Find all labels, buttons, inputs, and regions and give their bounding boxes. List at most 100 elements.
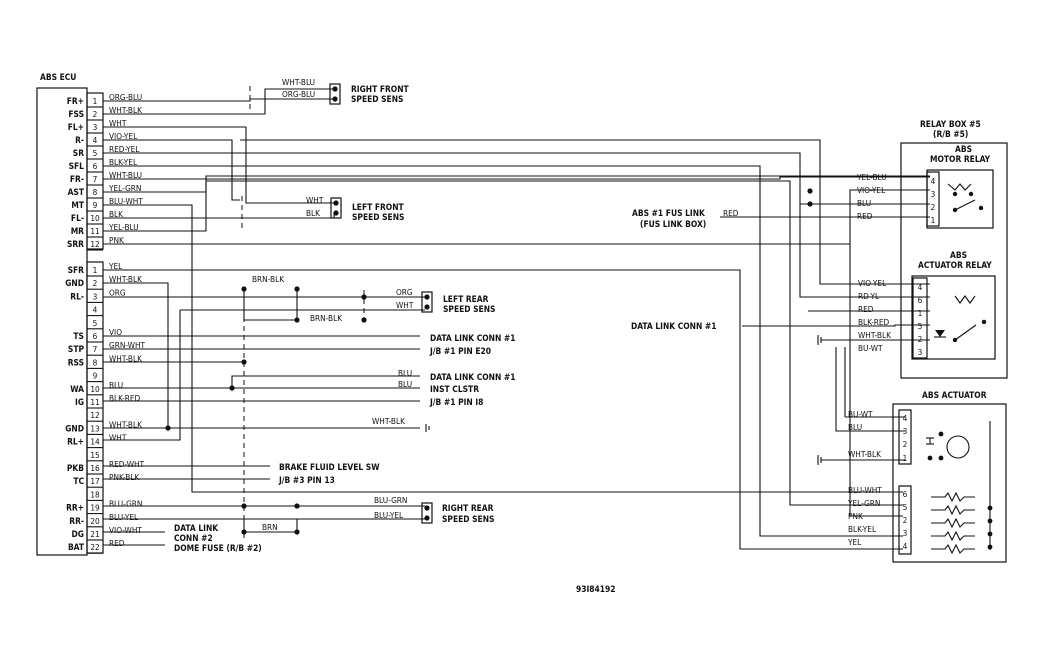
ecu-pin-label: RSS	[68, 357, 84, 367]
ecu-pin-number: 3	[93, 291, 98, 301]
svg-text:ORG-BLU: ORG-BLU	[282, 89, 315, 99]
ecu-pin-label: GND	[65, 278, 84, 288]
wires-right-side	[808, 310, 930, 465]
svg-text:DATA LINK CONN #1: DATA LINK CONN #1	[631, 321, 716, 331]
svg-text:DATA LINK: DATA LINK	[174, 523, 219, 533]
svg-text:ABS: ABS	[950, 250, 967, 260]
svg-text:ABS #1 FUS LINK: ABS #1 FUS LINK	[632, 208, 706, 218]
svg-text:INST CLSTR: INST CLSTR	[430, 384, 479, 394]
ecu-pin-number: 11	[90, 397, 100, 407]
ecu-pin-label: BAT	[68, 542, 85, 552]
ecu-pin-number: 5	[93, 148, 98, 158]
ecu-pin-number: 18	[90, 489, 100, 499]
motor-relay-pin: 3	[931, 189, 936, 199]
ecu-pin-number: 22	[90, 542, 99, 552]
motor-relay-pin: 1	[931, 215, 936, 225]
actuator-relay-wire: RED	[858, 304, 874, 314]
actuator-wire: BLU	[848, 422, 862, 432]
ecu-wire-label: VIO-YEL	[109, 131, 138, 141]
svg-text:LEFT REAR: LEFT REAR	[443, 294, 489, 304]
ecu-wire-label: BLU-GRN	[109, 499, 142, 509]
actuator-relay-wire: BU-WT	[858, 343, 883, 353]
ecu-wire-label: YEL-BLU	[108, 222, 139, 232]
abs-actuator	[892, 403, 1007, 563]
svg-text:WHT: WHT	[306, 195, 324, 205]
abs-actuator-relay: ABS ACTUATOR RELAY 4VIO-YEL6RD-YL1RED5BL…	[858, 250, 996, 360]
ecu-wire-label: WHT-BLK	[109, 274, 142, 284]
ecu-pin-label: IG	[75, 397, 84, 407]
wire-label-brn: BRN	[262, 522, 278, 532]
ecu-wire-label: YEL-GRN	[108, 183, 141, 193]
svg-text:(FUS LINK BOX): (FUS LINK BOX)	[640, 219, 706, 229]
ecu-pin-label: FL-	[71, 213, 84, 223]
ecu-pin-number: 11	[90, 226, 100, 236]
svg-text:SPEED SENS: SPEED SENS	[352, 212, 404, 222]
ecu-pin-label: FSS	[68, 109, 84, 119]
actuator-pin: 4	[903, 541, 908, 551]
ecu-pin-label: WA	[70, 384, 84, 394]
motor-relay-wire: BLU	[857, 198, 871, 208]
actuator-title: ABS ACTUATOR	[922, 390, 987, 400]
actuator-wire: YEL	[847, 537, 862, 547]
actuator-wire: WHT-BLK	[848, 449, 881, 459]
ecu-wire-label: RED	[109, 538, 125, 548]
ecu-wire-label: BLK	[109, 209, 123, 219]
ecu-pin-number: 12	[90, 410, 99, 420]
ecu-pin-label: TS	[73, 331, 84, 341]
svg-text:BLU-GRN: BLU-GRN	[374, 495, 407, 505]
ecu-pin-number: 6	[93, 331, 98, 341]
ecu-pin-number: 9	[93, 371, 98, 381]
ecu-wire-label: WHT-BLK	[109, 353, 142, 363]
ecu-pin-label: TC	[73, 476, 84, 486]
ecu-wire-label: RED-WHT	[109, 459, 145, 469]
ecu-pin-number: 4	[93, 135, 98, 145]
actuator-pin: 3	[903, 528, 908, 538]
left-rear-speed-sensor: LEFT REAR SPEED SENS ORG WHT	[396, 287, 495, 314]
ecu-wire-label: BLK-YEL	[109, 157, 138, 167]
motor-relay-wire: RED	[857, 211, 873, 221]
svg-text:WHT-BLK: WHT-BLK	[372, 416, 405, 426]
ecu-pin-label: FL+	[68, 122, 84, 132]
svg-text:BRAKE FLUID LEVEL SW: BRAKE FLUID LEVEL SW	[279, 462, 380, 472]
ecu-pin-label: SRR	[67, 239, 84, 249]
ecu-wire-label: ORG	[109, 287, 126, 297]
ecu-pin-number: 8	[93, 187, 98, 197]
ecu-pin-label: FR-	[70, 174, 84, 184]
right-rear-speed-sensor: RIGHT REAR SPEED SENS BLU-GRN BLU-YEL	[374, 495, 494, 524]
ecu-wire-label: WHT	[109, 118, 127, 128]
ecu-wire-label: RED-YEL	[109, 144, 140, 154]
svg-text:RED: RED	[723, 208, 739, 218]
svg-text:WHT: WHT	[396, 300, 414, 310]
wires-group-b: BRN-BLK BRN-BLK B	[103, 86, 903, 550]
svg-text:J/B #1 PIN E20: J/B #1 PIN E20	[429, 346, 491, 356]
ecu-pin-label: GND	[65, 423, 84, 433]
motor-relay-wire: YEL-BLU	[856, 172, 887, 182]
ecu-pin-number: 12	[90, 239, 99, 249]
actuator-wire: PNK	[848, 511, 863, 521]
ecu-wire-label: YEL	[108, 261, 123, 271]
ecu-pin-number: 1	[93, 265, 98, 275]
svg-text:BLU-YEL: BLU-YEL	[374, 510, 404, 520]
svg-text:RIGHT REAR: RIGHT REAR	[442, 503, 494, 513]
ecu-wire-label: PNK	[109, 235, 124, 245]
relay-box-title: RELAY BOX #5	[920, 119, 981, 129]
ecu-pin-label: AST	[68, 187, 85, 197]
ecu-wire-label: BLK-RED	[109, 393, 141, 403]
ecu-wire-label: ORG-BLU	[109, 92, 142, 102]
actuator-wire: BLK-YEL	[848, 524, 877, 534]
ecu-pin-label: SFL	[69, 161, 85, 171]
ecu-pin-number: 15	[90, 450, 100, 460]
ecu-pin-label: RL+	[67, 437, 84, 447]
actuator-pin: 3	[903, 426, 908, 436]
svg-text:SPEED SENS: SPEED SENS	[443, 304, 495, 314]
ecu-pin-number: 21	[90, 529, 100, 539]
actuator-relay-pin: 6	[918, 295, 923, 305]
ecu-wire-label: WHT	[109, 433, 127, 443]
ecu-wire-label: VIO-WHT	[109, 525, 142, 535]
actuator-relay-pin: 1	[918, 308, 923, 318]
abs-actuator-connectors: 4BU-WT3BLU21WHT-BLK6BLU-WHT5YEL-GRN2PNK3…	[847, 409, 993, 555]
actuator-pin: 1	[903, 453, 908, 463]
ecu-pin-label: PKB	[67, 463, 84, 473]
ecu-pin-number: 20	[90, 516, 100, 526]
